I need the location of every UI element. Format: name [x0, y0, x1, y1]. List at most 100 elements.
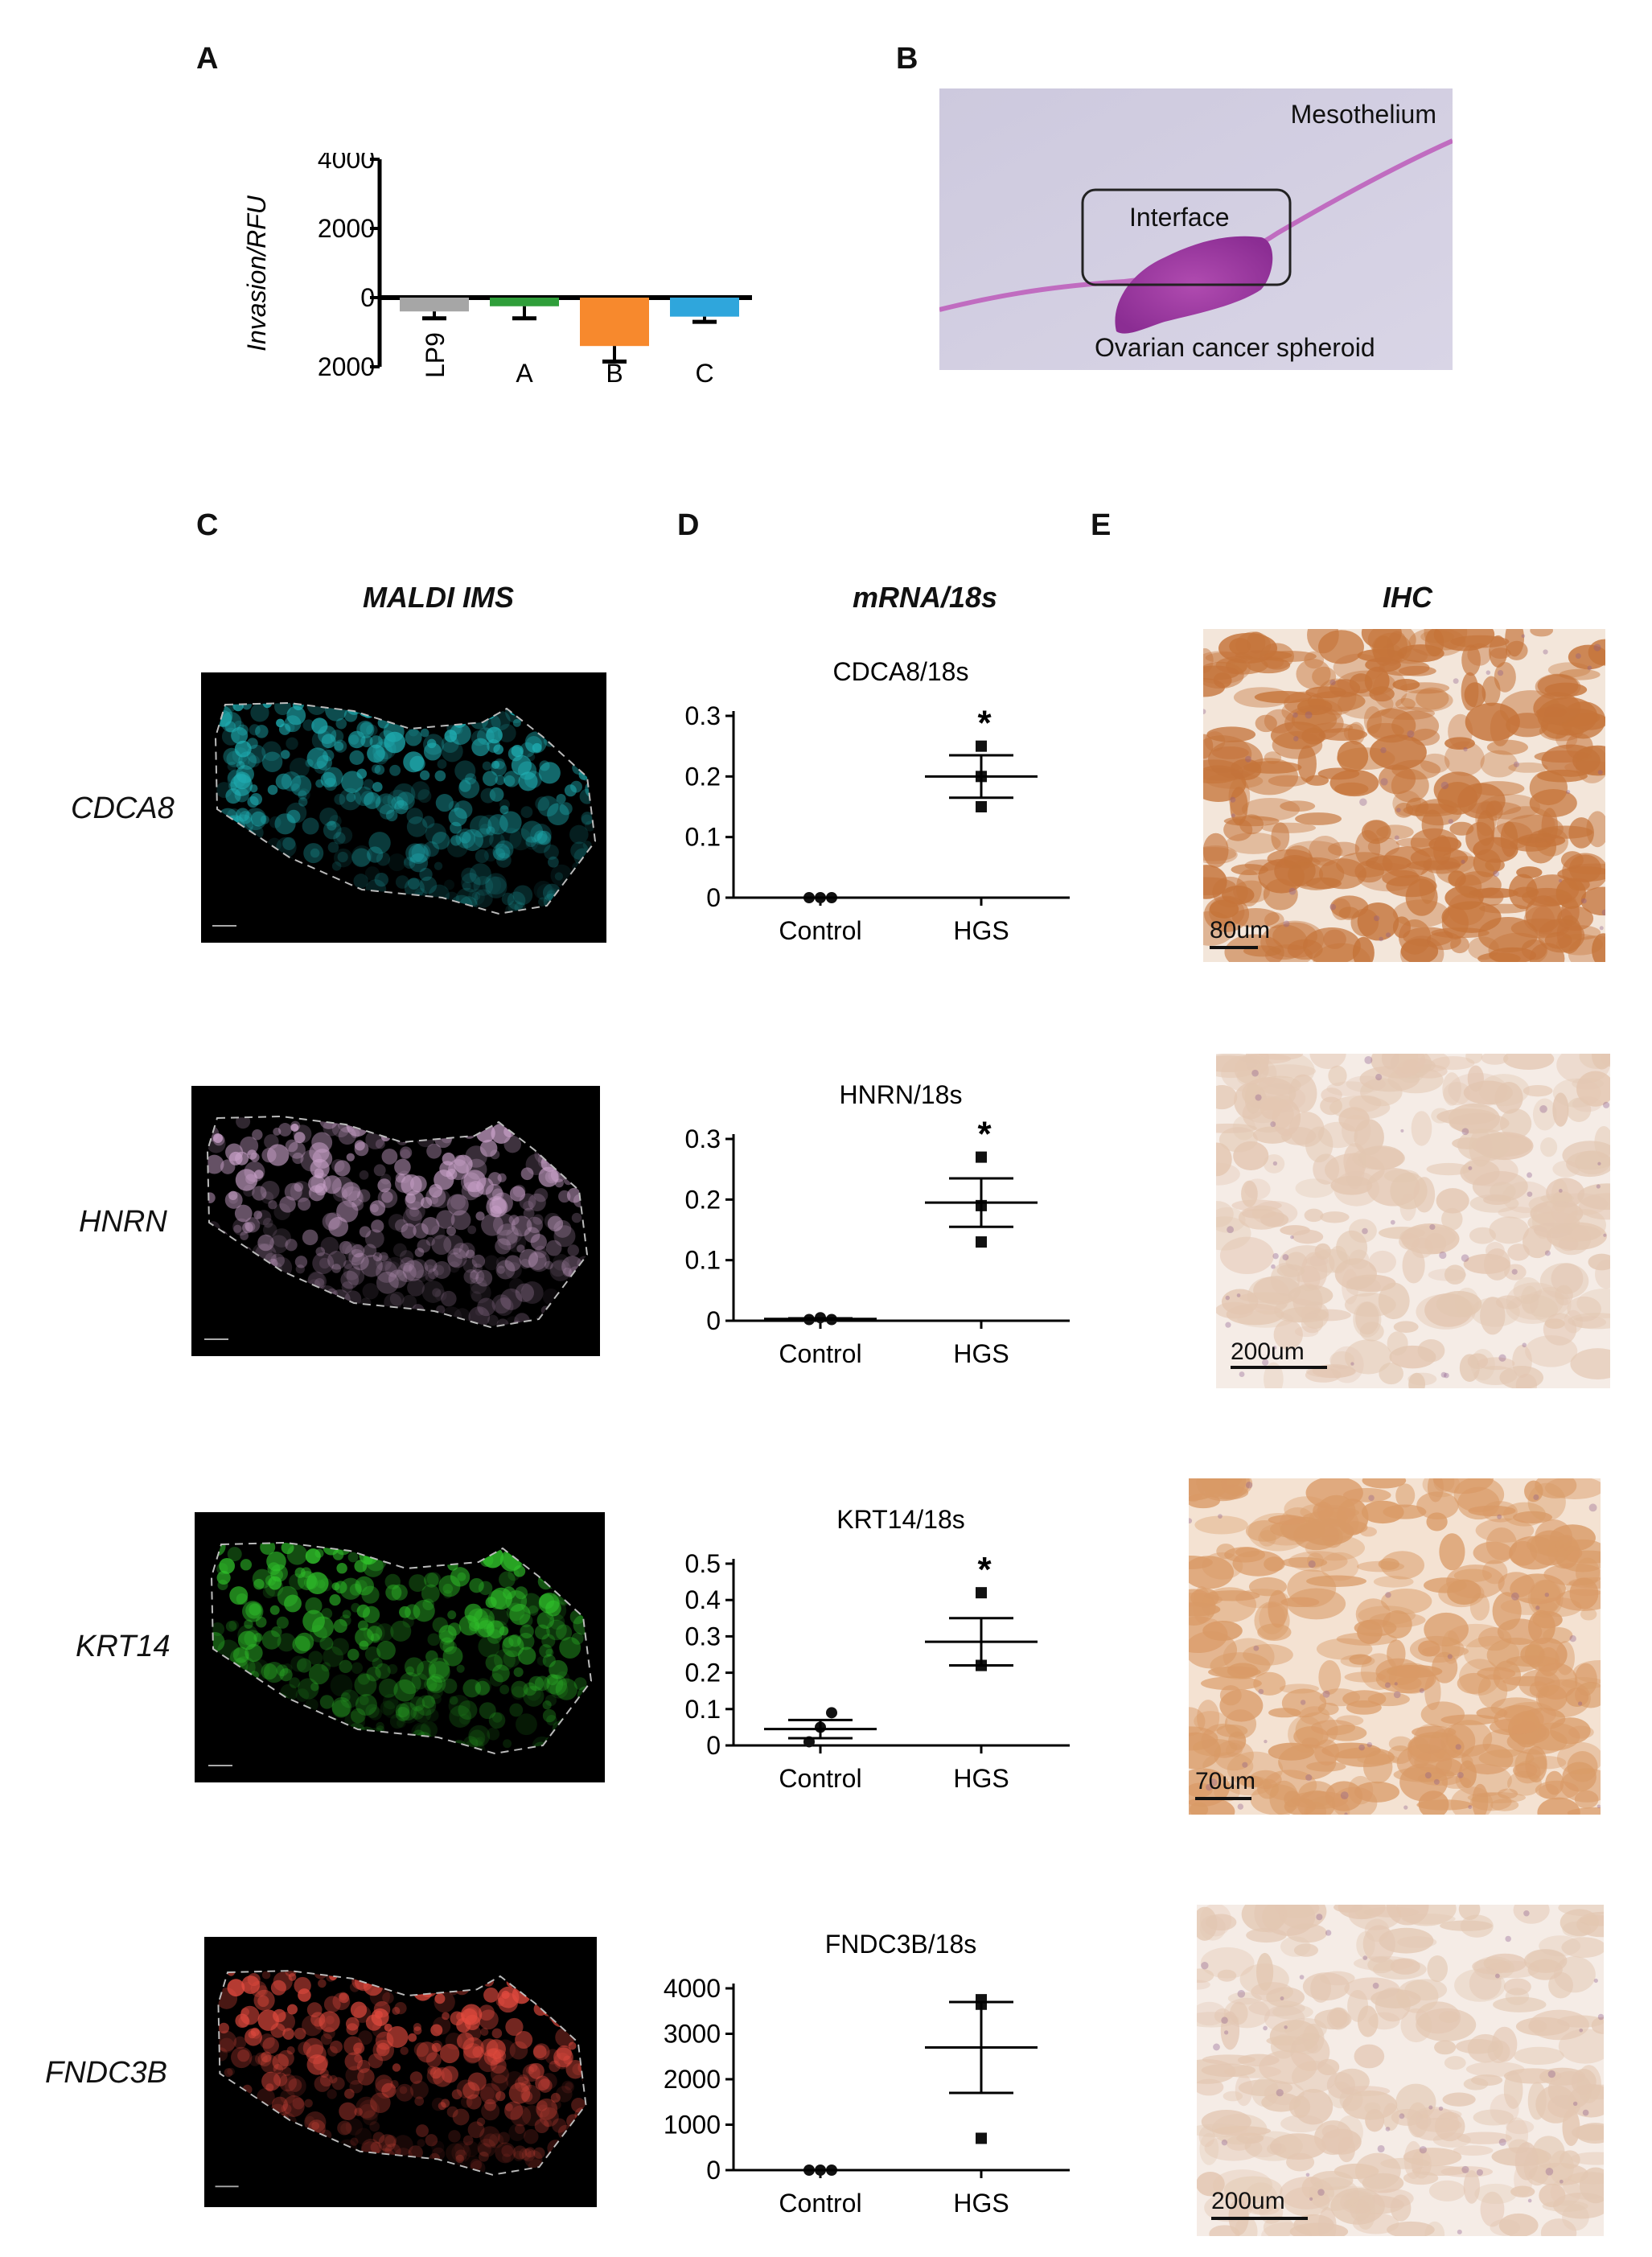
- ims-spot: [392, 2135, 413, 2156]
- ims-spot: [377, 1178, 392, 1193]
- chart-title: HNRN/18s: [840, 1080, 963, 1109]
- ims-spot: [260, 2054, 279, 2074]
- ims-spot: [575, 726, 595, 748]
- ims-spot: [581, 812, 594, 825]
- ims-spot: [488, 1712, 506, 1729]
- ihc-cell-cluster: [1455, 1763, 1512, 1797]
- ims-spot: [336, 899, 355, 914]
- ihc-cell-cluster: [1268, 1589, 1288, 1628]
- ims-spot: [525, 837, 539, 850]
- ims-spot: [520, 742, 536, 758]
- ims-spot: [286, 809, 301, 824]
- ims-spot: [357, 1620, 368, 1631]
- ims-spot: [404, 1657, 424, 1677]
- ims-spot: [430, 1693, 442, 1704]
- y-tick-label: 0: [706, 2156, 721, 2185]
- ims-spot: [341, 771, 364, 794]
- ihc-cell-cluster: [1321, 2128, 1362, 2155]
- ims-spot: [325, 703, 347, 722]
- ims-spot: [520, 820, 544, 843]
- ims-spot: [409, 2080, 429, 2099]
- ims-spot: [281, 1292, 292, 1302]
- ims-spot: [552, 1720, 569, 1738]
- ims-spot: [434, 1264, 445, 1276]
- ims-spot: [448, 1159, 469, 1181]
- ims-spot: [228, 1151, 243, 1166]
- ihc-cell-cluster: [1537, 1797, 1580, 1815]
- ims-spot: [323, 1119, 340, 1137]
- x-tick-label: Control: [779, 1339, 861, 1368]
- ihc-nucleus: [1350, 1362, 1354, 1366]
- ihc-cell-cluster: [1220, 1478, 1253, 1496]
- ims-spot: [432, 2067, 453, 2087]
- ihc-cell-cluster: [1313, 943, 1371, 962]
- ims-spot: [419, 867, 433, 882]
- ihc-nucleus: [1362, 1227, 1368, 1235]
- ims-spot: [581, 1599, 591, 1609]
- ihc-cell-cluster: [1198, 2126, 1215, 2148]
- ihc-cell-cluster: [1449, 1112, 1510, 1134]
- ihc-cell-cluster: [1328, 841, 1360, 857]
- ihc-cell-cluster: [1406, 797, 1429, 816]
- ims-spot: [487, 703, 499, 711]
- ims-spot: [561, 2080, 575, 2094]
- ims-spot: [208, 1192, 216, 1203]
- ims-spot: [321, 1608, 333, 1620]
- ihc-nucleus: [1223, 2030, 1229, 2035]
- ihc-cell-cluster: [1567, 1296, 1601, 1322]
- ims-spot: [496, 1223, 519, 1246]
- ihc-cell-cluster: [1432, 1478, 1494, 1494]
- ihc-nucleus: [1569, 1634, 1576, 1642]
- ihc-image-fndc3b: 200um: [1197, 1905, 1604, 2236]
- ims-spot: [228, 1190, 238, 1201]
- ims-spot: [290, 1120, 301, 1131]
- ims-spot: [351, 1198, 364, 1211]
- ims-spot: [222, 890, 242, 910]
- ims-spot: [468, 888, 485, 906]
- ims-spot: [263, 1662, 285, 1684]
- ims-spot: [390, 1620, 412, 1642]
- ihc-cell-cluster: [1457, 1672, 1491, 1695]
- ihc-cell-cluster: [1561, 1677, 1601, 1690]
- ims-spot: [482, 713, 501, 734]
- ihc-cell-cluster: [1304, 651, 1325, 669]
- ims-spot: [480, 787, 496, 804]
- ims-spot: [273, 1127, 281, 1136]
- ims-spot: [382, 1693, 399, 1710]
- ihc-cell-cluster: [1557, 906, 1594, 931]
- ihc-cell-cluster: [1362, 1478, 1407, 1489]
- ihc-nucleus: [1572, 2101, 1578, 2107]
- ims-spot: [292, 2097, 305, 2110]
- ims-spot: [304, 1575, 318, 1589]
- ims-spot: [458, 1971, 473, 1979]
- ims-spot: [538, 2078, 553, 2093]
- ihc-nucleus: [1511, 1268, 1518, 1275]
- ihc-cell-cluster: [1475, 1518, 1535, 1543]
- ihc-cell-cluster: [1418, 1640, 1440, 1657]
- ihc-cell-cluster: [1458, 1905, 1481, 1920]
- ims-spot: [545, 1600, 561, 1617]
- ims-spot: [383, 721, 405, 742]
- ims-spot: [381, 1191, 393, 1203]
- ims-spot: [480, 2086, 495, 2101]
- ims-spot: [462, 2135, 474, 2146]
- ims-spot: [535, 1314, 549, 1327]
- ims-spot: [395, 1706, 410, 1721]
- ihc-cell-cluster: [1296, 659, 1331, 689]
- ihc-cell-cluster: [1416, 1799, 1473, 1811]
- ims-spot: [509, 1603, 531, 1626]
- ims-spot: [469, 863, 491, 886]
- ihc-cell-cluster: [1489, 1182, 1516, 1202]
- ims-spot: [573, 898, 590, 914]
- ihc-cell-cluster: [1453, 1568, 1493, 1582]
- ihc-cell-cluster: [1318, 1659, 1342, 1695]
- ihc-cell-cluster: [1516, 866, 1543, 878]
- ims-spot: [405, 729, 422, 746]
- ims-spot: [535, 2075, 550, 2091]
- ims-spot: [227, 761, 237, 771]
- y-tick-label: 0.2: [685, 1185, 721, 1214]
- ims-spot: [441, 740, 463, 763]
- ims-spot: [297, 1678, 319, 1700]
- ihc-nucleus: [1468, 1805, 1473, 1810]
